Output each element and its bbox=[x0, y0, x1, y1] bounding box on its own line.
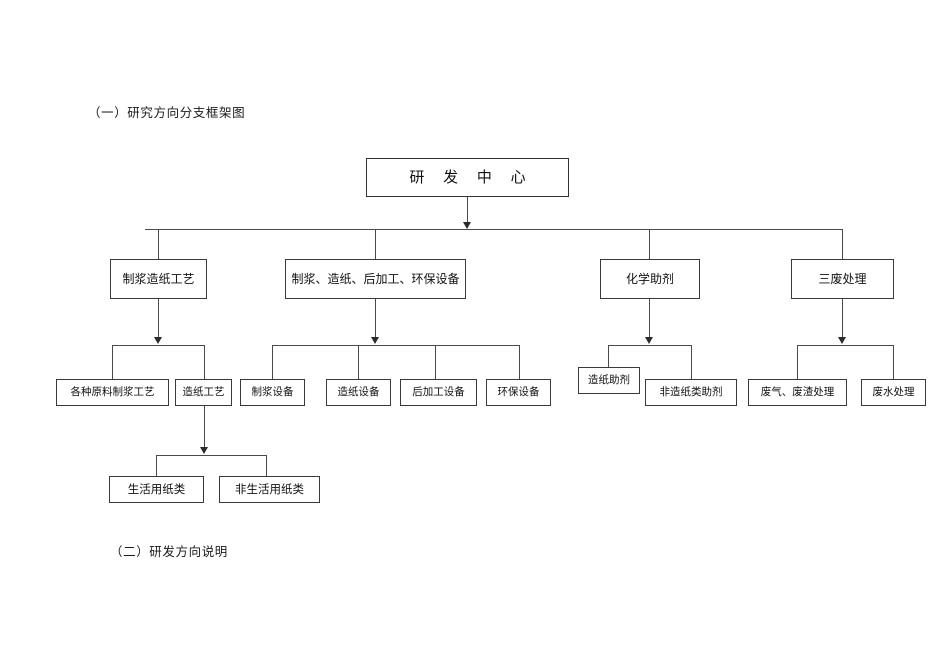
connector-drop-l3-6 bbox=[519, 345, 520, 379]
node-waste-gas-residue-treatment[interactable]: 废气、废渣处理 bbox=[748, 379, 847, 406]
connector-drop-l4-2 bbox=[266, 455, 267, 476]
arrowhead-l2-2 bbox=[371, 337, 379, 344]
connector-root-stem bbox=[467, 197, 468, 228]
connector-drop-l2-2 bbox=[375, 229, 376, 259]
connector-drop-l3-5 bbox=[435, 345, 436, 379]
connector-drop-l3-2 bbox=[204, 345, 205, 379]
connector-stem-l2-3 bbox=[649, 299, 650, 339]
connector-drop-l4-1 bbox=[156, 455, 157, 476]
arrowhead-l2-3 bbox=[645, 337, 653, 344]
node-environmental-equipment[interactable]: 环保设备 bbox=[486, 379, 551, 406]
connector-drop-l3-4 bbox=[358, 345, 359, 379]
connector-drop-l2-3 bbox=[649, 229, 650, 259]
connector-stem-l2-1 bbox=[158, 299, 159, 339]
connector-drop-l2-4 bbox=[842, 229, 843, 259]
node-non-papermaking-additives[interactable]: 非造纸类助剂 bbox=[645, 379, 737, 406]
node-equipment-group[interactable]: 制浆、造纸、后加工、环保设备 bbox=[285, 259, 466, 299]
connector-drop-l2-1 bbox=[158, 229, 159, 259]
connector-drop-l3-3 bbox=[272, 345, 273, 379]
node-papermaking-process[interactable]: 造纸工艺 bbox=[175, 379, 232, 406]
arrowhead-l2-1 bbox=[154, 337, 162, 344]
connector-drop-l3-9 bbox=[797, 345, 798, 379]
node-pulping-equipment[interactable]: 制浆设备 bbox=[240, 379, 305, 406]
node-household-paper[interactable]: 生活用纸类 bbox=[109, 476, 204, 503]
section-heading-research-directions: （二）研发方向说明 bbox=[110, 544, 228, 559]
connector-stem-l2-2 bbox=[375, 299, 376, 339]
connector-drop-l3-8 bbox=[691, 345, 692, 379]
node-root-rd-center[interactable]: 研 发 中 心 bbox=[366, 158, 569, 197]
connector-stem-l3-2 bbox=[204, 406, 205, 448]
connector-stem-l2-4 bbox=[842, 299, 843, 339]
node-chemical-additives[interactable]: 化学助剂 bbox=[600, 259, 700, 299]
connector-bus-l2-4 bbox=[797, 345, 893, 346]
node-wastewater-treatment[interactable]: 废水处理 bbox=[861, 379, 926, 406]
node-papermaking-equipment[interactable]: 造纸设备 bbox=[326, 379, 391, 406]
arrowhead-root-to-bus bbox=[463, 222, 471, 229]
connector-bus-level2 bbox=[145, 229, 843, 230]
connector-bus-l2-2 bbox=[272, 345, 519, 346]
node-pulping-papermaking-process[interactable]: 制浆造纸工艺 bbox=[110, 259, 207, 299]
page-title: （一）研究方向分支框架图 bbox=[88, 105, 246, 120]
connector-bus-l2-1 bbox=[112, 345, 205, 346]
connector-bus-l3-2 bbox=[156, 455, 266, 456]
arrowhead-l3-2 bbox=[200, 447, 208, 454]
arrowhead-l2-4 bbox=[838, 337, 846, 344]
connector-drop-l3-10 bbox=[893, 345, 894, 379]
node-three-wastes-treatment[interactable]: 三废处理 bbox=[791, 259, 894, 299]
node-post-processing-equipment[interactable]: 后加工设备 bbox=[400, 379, 477, 406]
connector-drop-l3-1 bbox=[112, 345, 113, 379]
connector-bus-l2-3 bbox=[608, 345, 691, 346]
node-papermaking-additives[interactable]: 造纸助剂 bbox=[578, 367, 640, 394]
connector-drop-l3-7 bbox=[608, 345, 609, 367]
node-non-household-paper[interactable]: 非生活用纸类 bbox=[219, 476, 320, 503]
node-various-raw-material-pulping[interactable]: 各种原料制浆工艺 bbox=[56, 379, 169, 406]
